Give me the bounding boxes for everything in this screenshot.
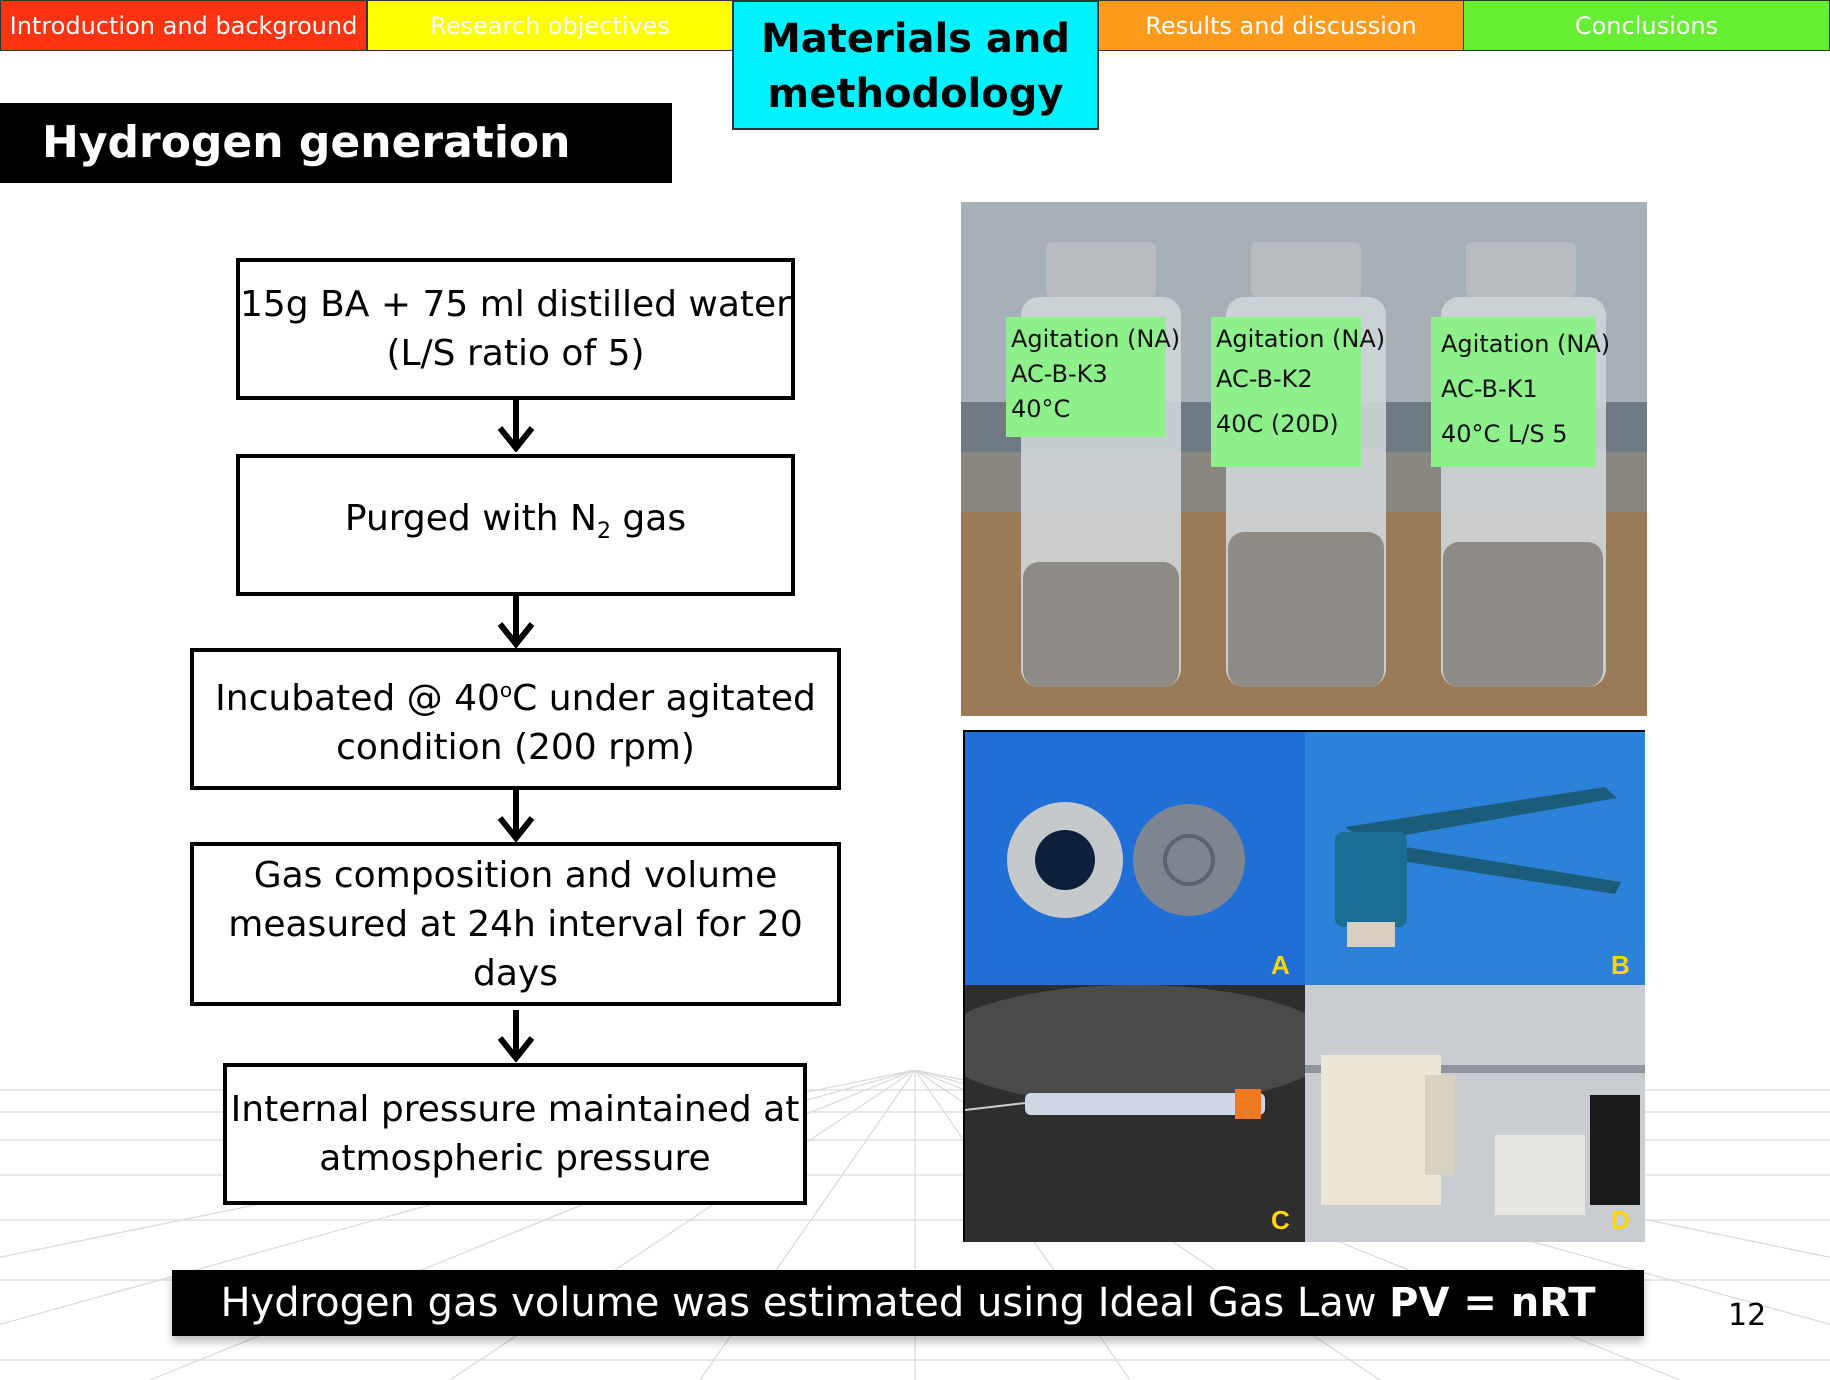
- tab-materials-methodology[interactable]: Materials and methodology: [732, 0, 1099, 130]
- summary-formula: PV = nRT: [1389, 1280, 1596, 1326]
- vial-2-label-line2: AC-B-K2: [1216, 365, 1313, 393]
- step4-line1: Gas composition and volume: [253, 854, 778, 896]
- flow-step-incubation: Incubated @ 40oC under agitated conditio…: [190, 648, 841, 790]
- flow-step-purge: Purged with N2 gas: [236, 454, 795, 596]
- vial-1-label-line1: Agitation (NA): [1011, 325, 1180, 353]
- vial-3-label-line2: AC-B-K1: [1441, 375, 1538, 403]
- step3-line2: condition (200 rpm): [336, 727, 695, 768]
- ideal-gas-law-banner: Hydrogen gas volume was estimated using …: [172, 1270, 1644, 1336]
- vial-2: [1211, 242, 1386, 687]
- step1-line2: (L/S ratio of 5): [386, 333, 645, 374]
- flow-step-mixing: 15g BA + 75 ml distilled water (L/S rati…: [236, 258, 795, 400]
- panel-b-crimper: B: [1305, 732, 1645, 985]
- tab-results-discussion[interactable]: Results and discussion: [1098, 0, 1464, 51]
- flow-step-pressure: Internal pressure maintained at atmosphe…: [223, 1063, 807, 1205]
- panel-label-b: B: [1611, 950, 1630, 980]
- gc-instrument-image: [1305, 985, 1645, 1242]
- crimper-image: [1335, 787, 1621, 947]
- panel-label-c: C: [1271, 1205, 1290, 1235]
- vial-1-label-line2: AC-B-K3: [1011, 360, 1108, 388]
- tab-conclusions[interactable]: Conclusions: [1463, 0, 1830, 51]
- flow-step-measurement: Gas composition and volume measured at 2…: [190, 842, 841, 1006]
- arrow-down-icon: [497, 400, 535, 452]
- panel-c-syringe: C: [965, 985, 1305, 1242]
- vial-3-label-line3: 40°C L/S 5: [1441, 420, 1568, 448]
- arrow-down-icon: [497, 596, 535, 648]
- step2-subscript: 2: [596, 519, 611, 545]
- arrow-down-icon: [497, 790, 535, 842]
- vial-2-label-line3: 40C (20D): [1216, 410, 1339, 438]
- panel-a-septum-caps: A: [965, 732, 1305, 985]
- step5-line1: Internal pressure maintained at: [230, 1089, 800, 1130]
- page-title: Hydrogen generation set-up: [0, 103, 672, 248]
- page-number: 12: [1728, 1298, 1767, 1333]
- step2-text: Purged with N: [344, 497, 597, 539]
- tab-research-objectives[interactable]: Research objectives: [367, 0, 733, 51]
- equipment-collage: A B C D: [963, 730, 1645, 1242]
- step1-line1: 15g BA + 75 ml distilled water: [240, 284, 791, 325]
- arrow-down-icon: [497, 1010, 535, 1062]
- panel-label-a: A: [1271, 950, 1290, 980]
- step2-text-post: gas: [610, 497, 687, 539]
- step4-line2: measured at 24h interval for 20 days: [228, 903, 803, 994]
- vial-1: [1006, 242, 1181, 687]
- vial-1-label-line3: 40°C: [1011, 395, 1070, 423]
- step3-line1: Incubated @ 40oC under agitated: [215, 678, 816, 719]
- vials-photo: Agitation (NA) AC-B-K3 40°C Agitation (N…: [961, 202, 1647, 716]
- tab-materials-label: Materials and methodology: [760, 16, 1071, 117]
- tab-introduction[interactable]: Introduction and background: [0, 0, 367, 51]
- caps-image: [1007, 802, 1245, 918]
- summary-text: Hydrogen gas volume was estimated using …: [220, 1280, 1390, 1326]
- panel-d-gas-chromatograph: D: [1305, 985, 1645, 1242]
- vial-2-label-line1: Agitation (NA): [1216, 325, 1385, 353]
- section-nav: Introduction and background Research obj…: [0, 0, 1830, 130]
- syringe-image: [965, 985, 1305, 1242]
- panel-label-d: D: [1611, 1205, 1630, 1235]
- vial-3: [1431, 242, 1606, 687]
- vial-3-label-line1: Agitation (NA): [1441, 330, 1610, 358]
- step5-line2: atmospheric pressure: [319, 1138, 711, 1179]
